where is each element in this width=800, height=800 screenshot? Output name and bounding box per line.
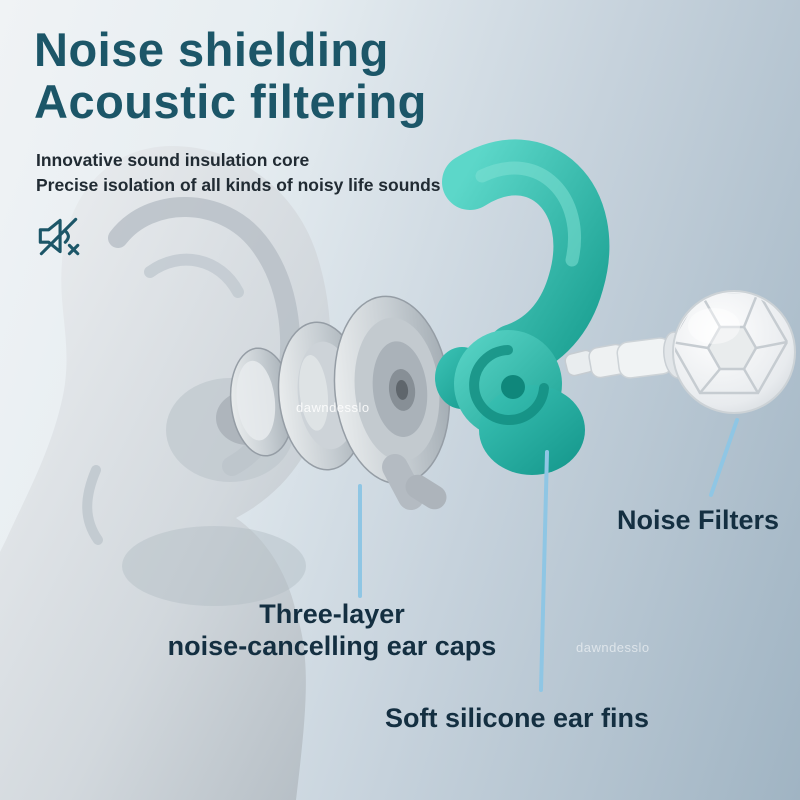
page-title-line1: Noise shielding — [34, 23, 389, 76]
watermark-text-2: dawndesslo — [576, 640, 650, 655]
watermark-text: dawndesslo — [296, 400, 370, 415]
label-ear-fins: Soft silicone ear fins — [384, 703, 650, 733]
label-ear-caps: Three-layer noise-cancelling ear caps — [132, 598, 532, 663]
page-title-line2: Acoustic filtering — [34, 74, 427, 128]
label-noise-filters: Noise Filters — [616, 505, 780, 535]
subtitle-line2: Precise isolation of all kinds of noisy … — [36, 174, 441, 195]
page-title: Noise shielding Acoustic filtering — [34, 24, 427, 127]
ear-caps-illustration — [229, 295, 451, 511]
label-ear-caps-line1: Three-layer — [259, 599, 405, 629]
label-ear-caps-line2: noise-cancelling ear caps — [167, 631, 497, 662]
callout-lines — [358, 418, 739, 692]
ear-fin-illustration — [435, 139, 610, 475]
subtitle-line1: Innovative sound insulation core — [36, 150, 310, 170]
subtitle: Innovative sound insulation core Precise… — [36, 148, 441, 198]
noise-filter-illustration — [564, 290, 796, 414]
speaker-muted-icon — [32, 210, 84, 262]
